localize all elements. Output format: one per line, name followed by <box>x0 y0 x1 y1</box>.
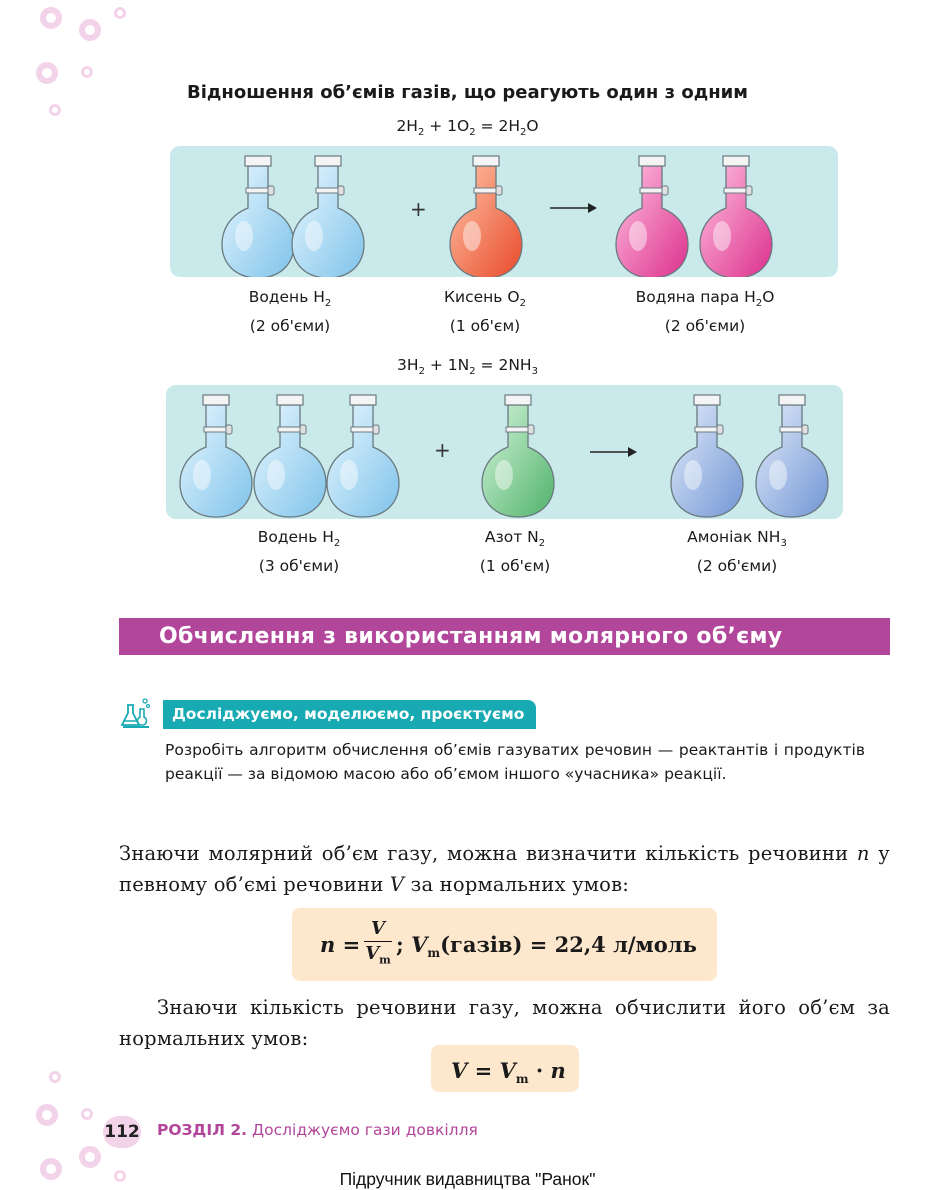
reaction1-equation: 2H2 + 1O2 = 2H2O <box>396 117 539 139</box>
caption-ammonia: Амоніак NH3(2 об'єми) <box>687 528 787 576</box>
formula-molar-volume: n = V Vm ; Vm(газів) = 22,4 л/моль <box>292 908 717 981</box>
paragraph-1: Знаючи молярний об’єм газу, можна визнач… <box>119 842 890 896</box>
reaction1-illustration: + <box>221 155 773 279</box>
flask-h2-1 <box>221 155 295 279</box>
flask-h2-a <box>179 394 253 518</box>
caption-water-vapor: Водяна пара H2O(2 об'єми) <box>635 288 775 336</box>
research-task-text: Розробіть алгоритм обчислення об’ємів га… <box>165 741 865 783</box>
caption-hydrogen-2: Водень H2(3 об'єми) <box>257 528 341 576</box>
formula1-rhs: ; Vm(газів) = 22,4 л/моль <box>396 932 697 961</box>
arrow-2 <box>590 447 637 457</box>
flask-h2o-1 <box>615 155 689 279</box>
caption-hydrogen-1: Водень H2(2 об'єми) <box>248 288 332 336</box>
flask-h2o-2 <box>699 155 773 279</box>
figure-title: Відношення об’ємів газів, що реагують од… <box>186 82 748 103</box>
reaction1-panel: + <box>170 146 838 279</box>
flask-n2 <box>481 394 555 518</box>
flask-h2-b <box>253 394 327 518</box>
flask-o2 <box>449 155 523 279</box>
formula1-fraction: V Vm <box>364 918 392 967</box>
flask-h2-2 <box>291 155 365 279</box>
paragraph-2: Знаючи кількість речовини газу, можна об… <box>119 996 890 1050</box>
flask-lab-icon <box>119 697 153 729</box>
publisher-credit: Підручник видавництва "Ранок" <box>339 1169 596 1189</box>
reaction2-equation: 3H2 + 1N2 = 2NH3 <box>397 356 538 378</box>
flask-h2-c <box>326 394 400 518</box>
research-label: Досліджуємо, моделюємо, проєктуємо <box>163 700 537 729</box>
formula-volume: V = Vm · n <box>431 1045 579 1092</box>
plus-sign-1: + <box>410 197 427 221</box>
caption-nitrogen: Азот N2(1 об'єм) <box>479 528 551 576</box>
page-number: 112 <box>103 1116 141 1148</box>
arrow-1 <box>550 203 597 213</box>
reaction2-panel: + <box>166 385 843 519</box>
plus-sign-2: + <box>434 438 451 462</box>
caption-oxygen: Кисень O2(1 об'єм) <box>444 288 526 336</box>
formula1-lhs: n = <box>320 932 361 957</box>
flask-nh3-1 <box>670 394 744 518</box>
section-heading: Обчислення з використанням молярного об’… <box>119 618 890 655</box>
chapter-title: РОЗДІЛ 2. Досліджуємо гази довкілля <box>157 1121 478 1139</box>
flask-nh3-2 <box>755 394 829 518</box>
reaction2-illustration: + <box>179 394 829 518</box>
